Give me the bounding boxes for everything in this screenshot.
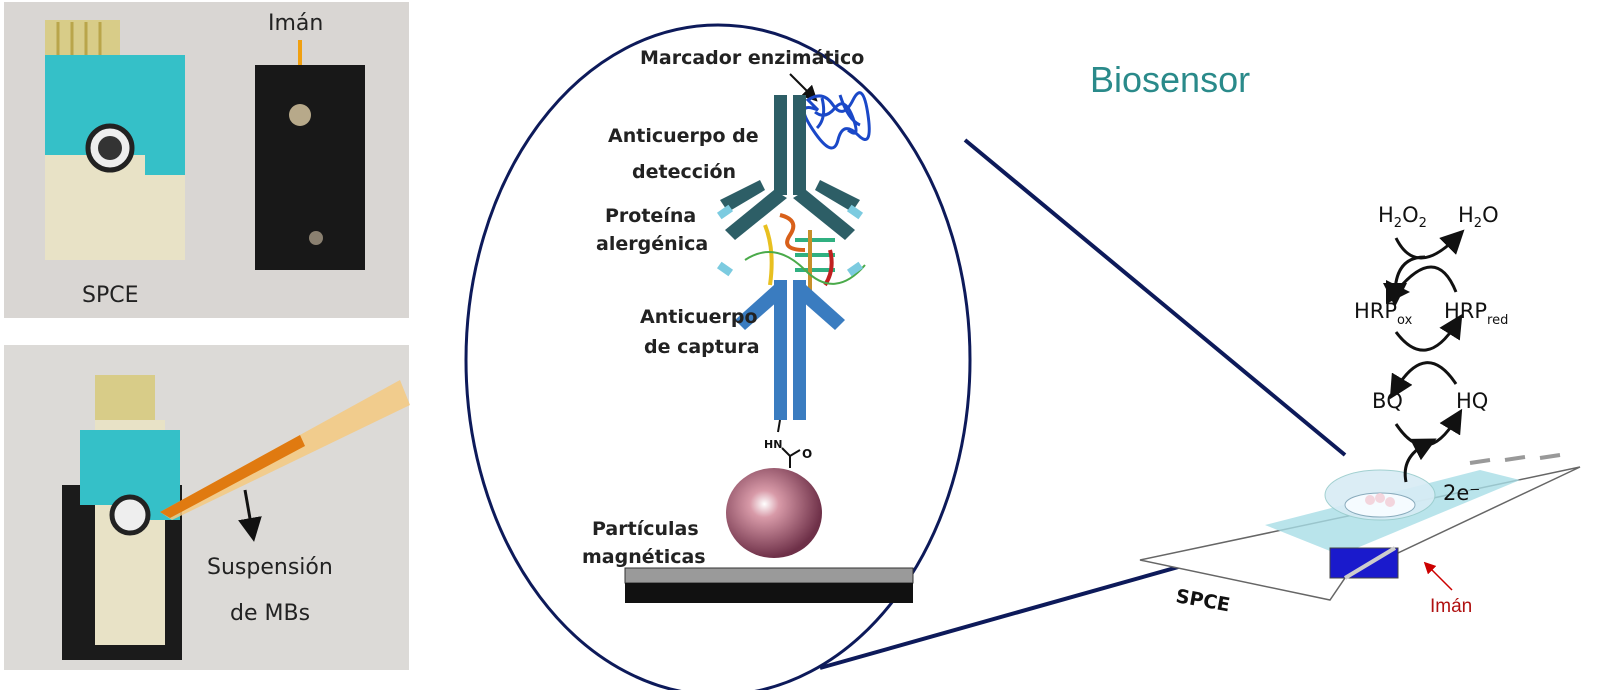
photo-mbs-suspension: Suspensión de MBs — [4, 345, 410, 670]
linker-o: O — [802, 447, 812, 461]
arrow-icon — [1423, 561, 1453, 591]
enzyme-label: Marcador enzimático — [640, 47, 864, 69]
electrons-label: 2e⁻ — [1443, 481, 1480, 505]
hrp-red-label: HRPred — [1444, 299, 1508, 328]
spce-strip — [1139, 453, 1581, 601]
magnified-view-circle — [464, 23, 972, 690]
detection-antibody — [716, 95, 864, 240]
spce-label: SPCE — [82, 283, 139, 308]
h2o2-label: H2O2 — [1378, 203, 1427, 231]
spce-electrode — [45, 20, 185, 260]
detection-ab-label-1: Anticuerpo de — [608, 125, 759, 147]
capture-ab-label-1: Anticuerpo — [640, 306, 758, 328]
protein-label-2: alergénica — [596, 233, 708, 255]
h2o-label: H2O — [1458, 203, 1499, 231]
bq-label: BQ — [1372, 389, 1403, 413]
biosensor-title: Biosensor — [1090, 59, 1250, 100]
detection-ab-label-2: detección — [632, 161, 736, 183]
spce-label: SPCE — [1174, 585, 1232, 616]
magnetic-particle — [726, 468, 822, 558]
allergen-protein — [744, 213, 866, 300]
linker-hn: HN — [764, 438, 782, 451]
capture-ab-label-2: de captura — [644, 336, 760, 358]
particles-label-1: Partículas — [592, 518, 699, 540]
hq-label: HQ — [1456, 389, 1488, 413]
capture-antibody — [716, 261, 864, 420]
particles-label-2: magnéticas — [582, 546, 706, 568]
immunoassay-schematic: Marcador enzimático — [582, 47, 914, 603]
enzyme-label-structure — [802, 91, 871, 150]
magnet-label: Imán — [1430, 596, 1472, 617]
magnet-disc — [1329, 546, 1399, 580]
suspension-label-2: de MBs — [230, 601, 310, 626]
hrp-ox-label: HRPox — [1354, 299, 1413, 328]
reaction-cycle — [1383, 229, 1465, 483]
arrow-icon — [238, 489, 262, 542]
photo-spce-magnet: SPCE Imán — [4, 2, 409, 318]
magnet-label: Imán — [268, 11, 323, 36]
zoom-line-top — [963, 138, 1347, 457]
protein-label-1: Proteína — [605, 205, 696, 227]
suspension-label-1: Suspensión — [207, 555, 333, 580]
electrode-surface — [624, 567, 914, 584]
